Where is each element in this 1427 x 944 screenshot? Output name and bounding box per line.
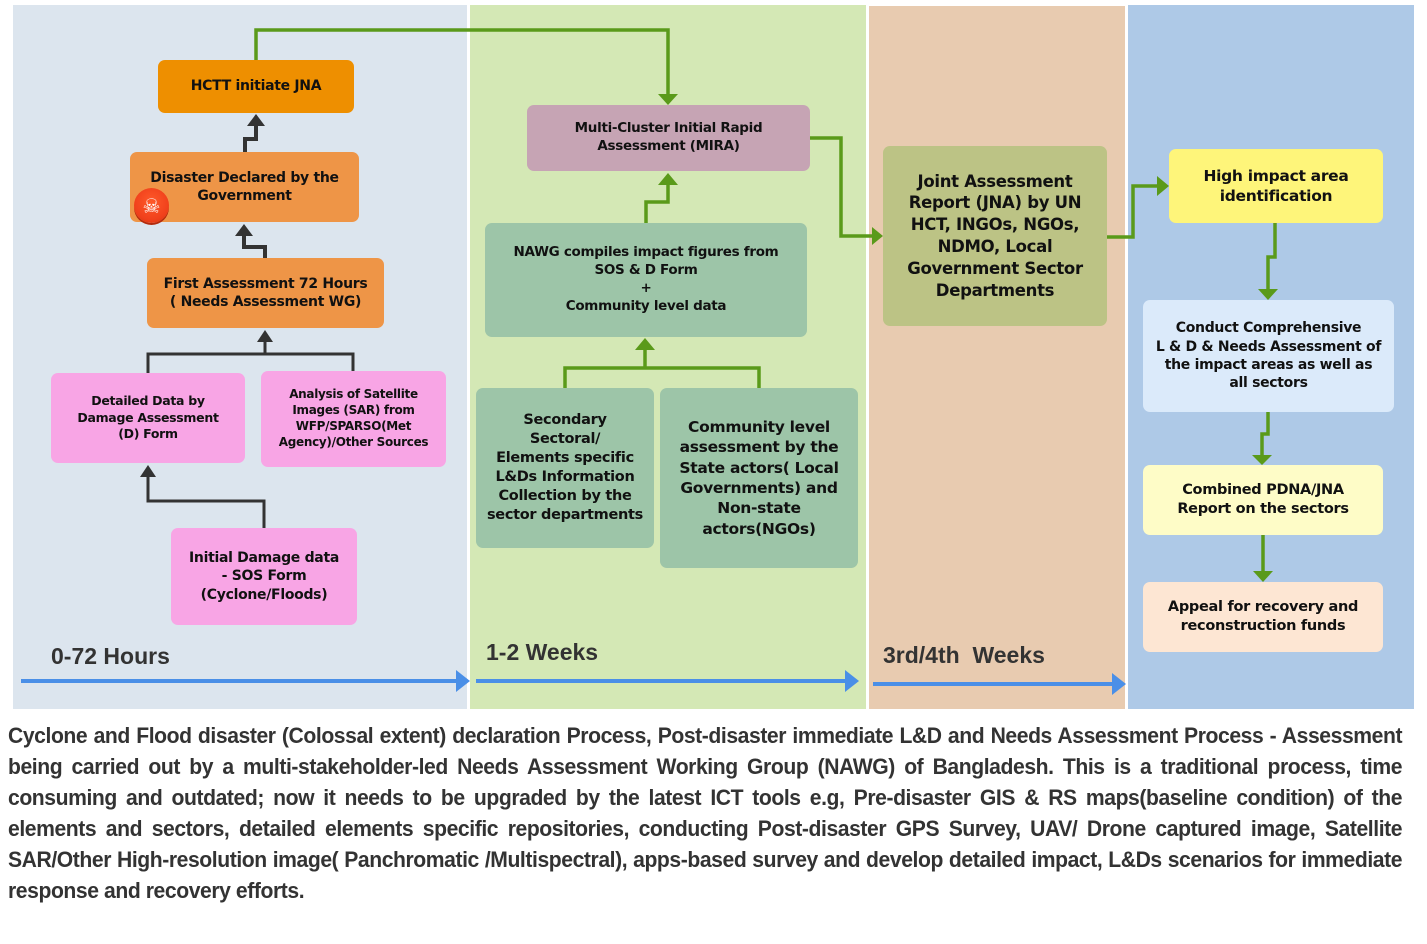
node-hctt-initiate-jna: HCTT initiate JNA: [158, 60, 354, 113]
node-community-level: Community level assessment by the State …: [660, 388, 858, 568]
node-label: Conduct Comprehensive L & D & Needs Asse…: [1155, 320, 1382, 392]
node-combined-report: Combined PDNA/JNA Report on the sectors: [1143, 465, 1383, 535]
node-label: First Assessment 72 Hours ( Needs Assess…: [163, 275, 368, 310]
node-satellite-analysis: Analysis of Satellite Images (SAR) from …: [261, 371, 446, 467]
skull-glyph: ☠: [142, 193, 161, 218]
node-comprehensive-assessment: Conduct Comprehensive L & D & Needs Asse…: [1143, 300, 1394, 412]
skull-crossbones-icon: ☠: [134, 188, 169, 223]
node-label: High impact area identification: [1203, 166, 1349, 205]
node-label: Community level assessment by the State …: [679, 417, 839, 538]
node-label: Initial Damage data - SOS Form (Cyclone/…: [189, 549, 339, 603]
node-disaster-declared: Disaster Declared by the Government: [130, 152, 359, 222]
node-label: Secondary Sectoral/ Elements specific L&…: [486, 411, 644, 524]
node-nawg-compiles: NAWG compiles impact figures from SOS & …: [485, 223, 807, 337]
node-label: NAWG compiles impact figures from SOS & …: [513, 244, 779, 314]
phase-label-1-2-weeks: 1-2 Weeks: [486, 639, 599, 665]
node-label: Detailed Data by Damage Assessment (D) F…: [77, 393, 219, 442]
node-label: Appeal for recovery and reconstruction f…: [1167, 598, 1359, 634]
node-first-assessment: First Assessment 72 Hours ( Needs Assess…: [147, 258, 384, 328]
node-mira: Multi-Cluster Initial Rapid Assessment (…: [527, 105, 810, 171]
node-label: Multi-Cluster Initial Rapid Assessment (…: [574, 120, 763, 154]
node-high-impact: High impact area identification: [1169, 149, 1383, 223]
node-jna-report: Joint Assessment Report (JNA) by UN HCT,…: [883, 146, 1107, 326]
node-label: Joint Assessment Report (JNA) by UN HCT,…: [907, 171, 1083, 300]
phase-label-0-72-hours: 0-72 Hours: [51, 643, 170, 669]
figure-caption: Cyclone and Flood disaster (Colossal ext…: [8, 723, 1403, 903]
node-appeal-funds: Appeal for recovery and reconstruction f…: [1143, 582, 1383, 652]
node-label: Disaster Declared by the Government: [150, 169, 339, 204]
phase-label-3rd-4th-weeks: 3rd/4th Weeks: [883, 642, 1045, 668]
node-initial-damage: Initial Damage data - SOS Form (Cyclone/…: [171, 528, 357, 625]
node-secondary-sectoral: Secondary Sectoral/ Elements specific L&…: [476, 388, 654, 548]
node-label: Combined PDNA/JNA Report on the sectors: [1177, 481, 1349, 517]
lane-3rd-4th-weeks: [869, 6, 1125, 709]
node-detailed-data: Detailed Data by Damage Assessment (D) F…: [51, 373, 245, 463]
node-label: Analysis of Satellite Images (SAR) from …: [278, 387, 429, 449]
node-label: HCTT initiate JNA: [190, 78, 322, 95]
